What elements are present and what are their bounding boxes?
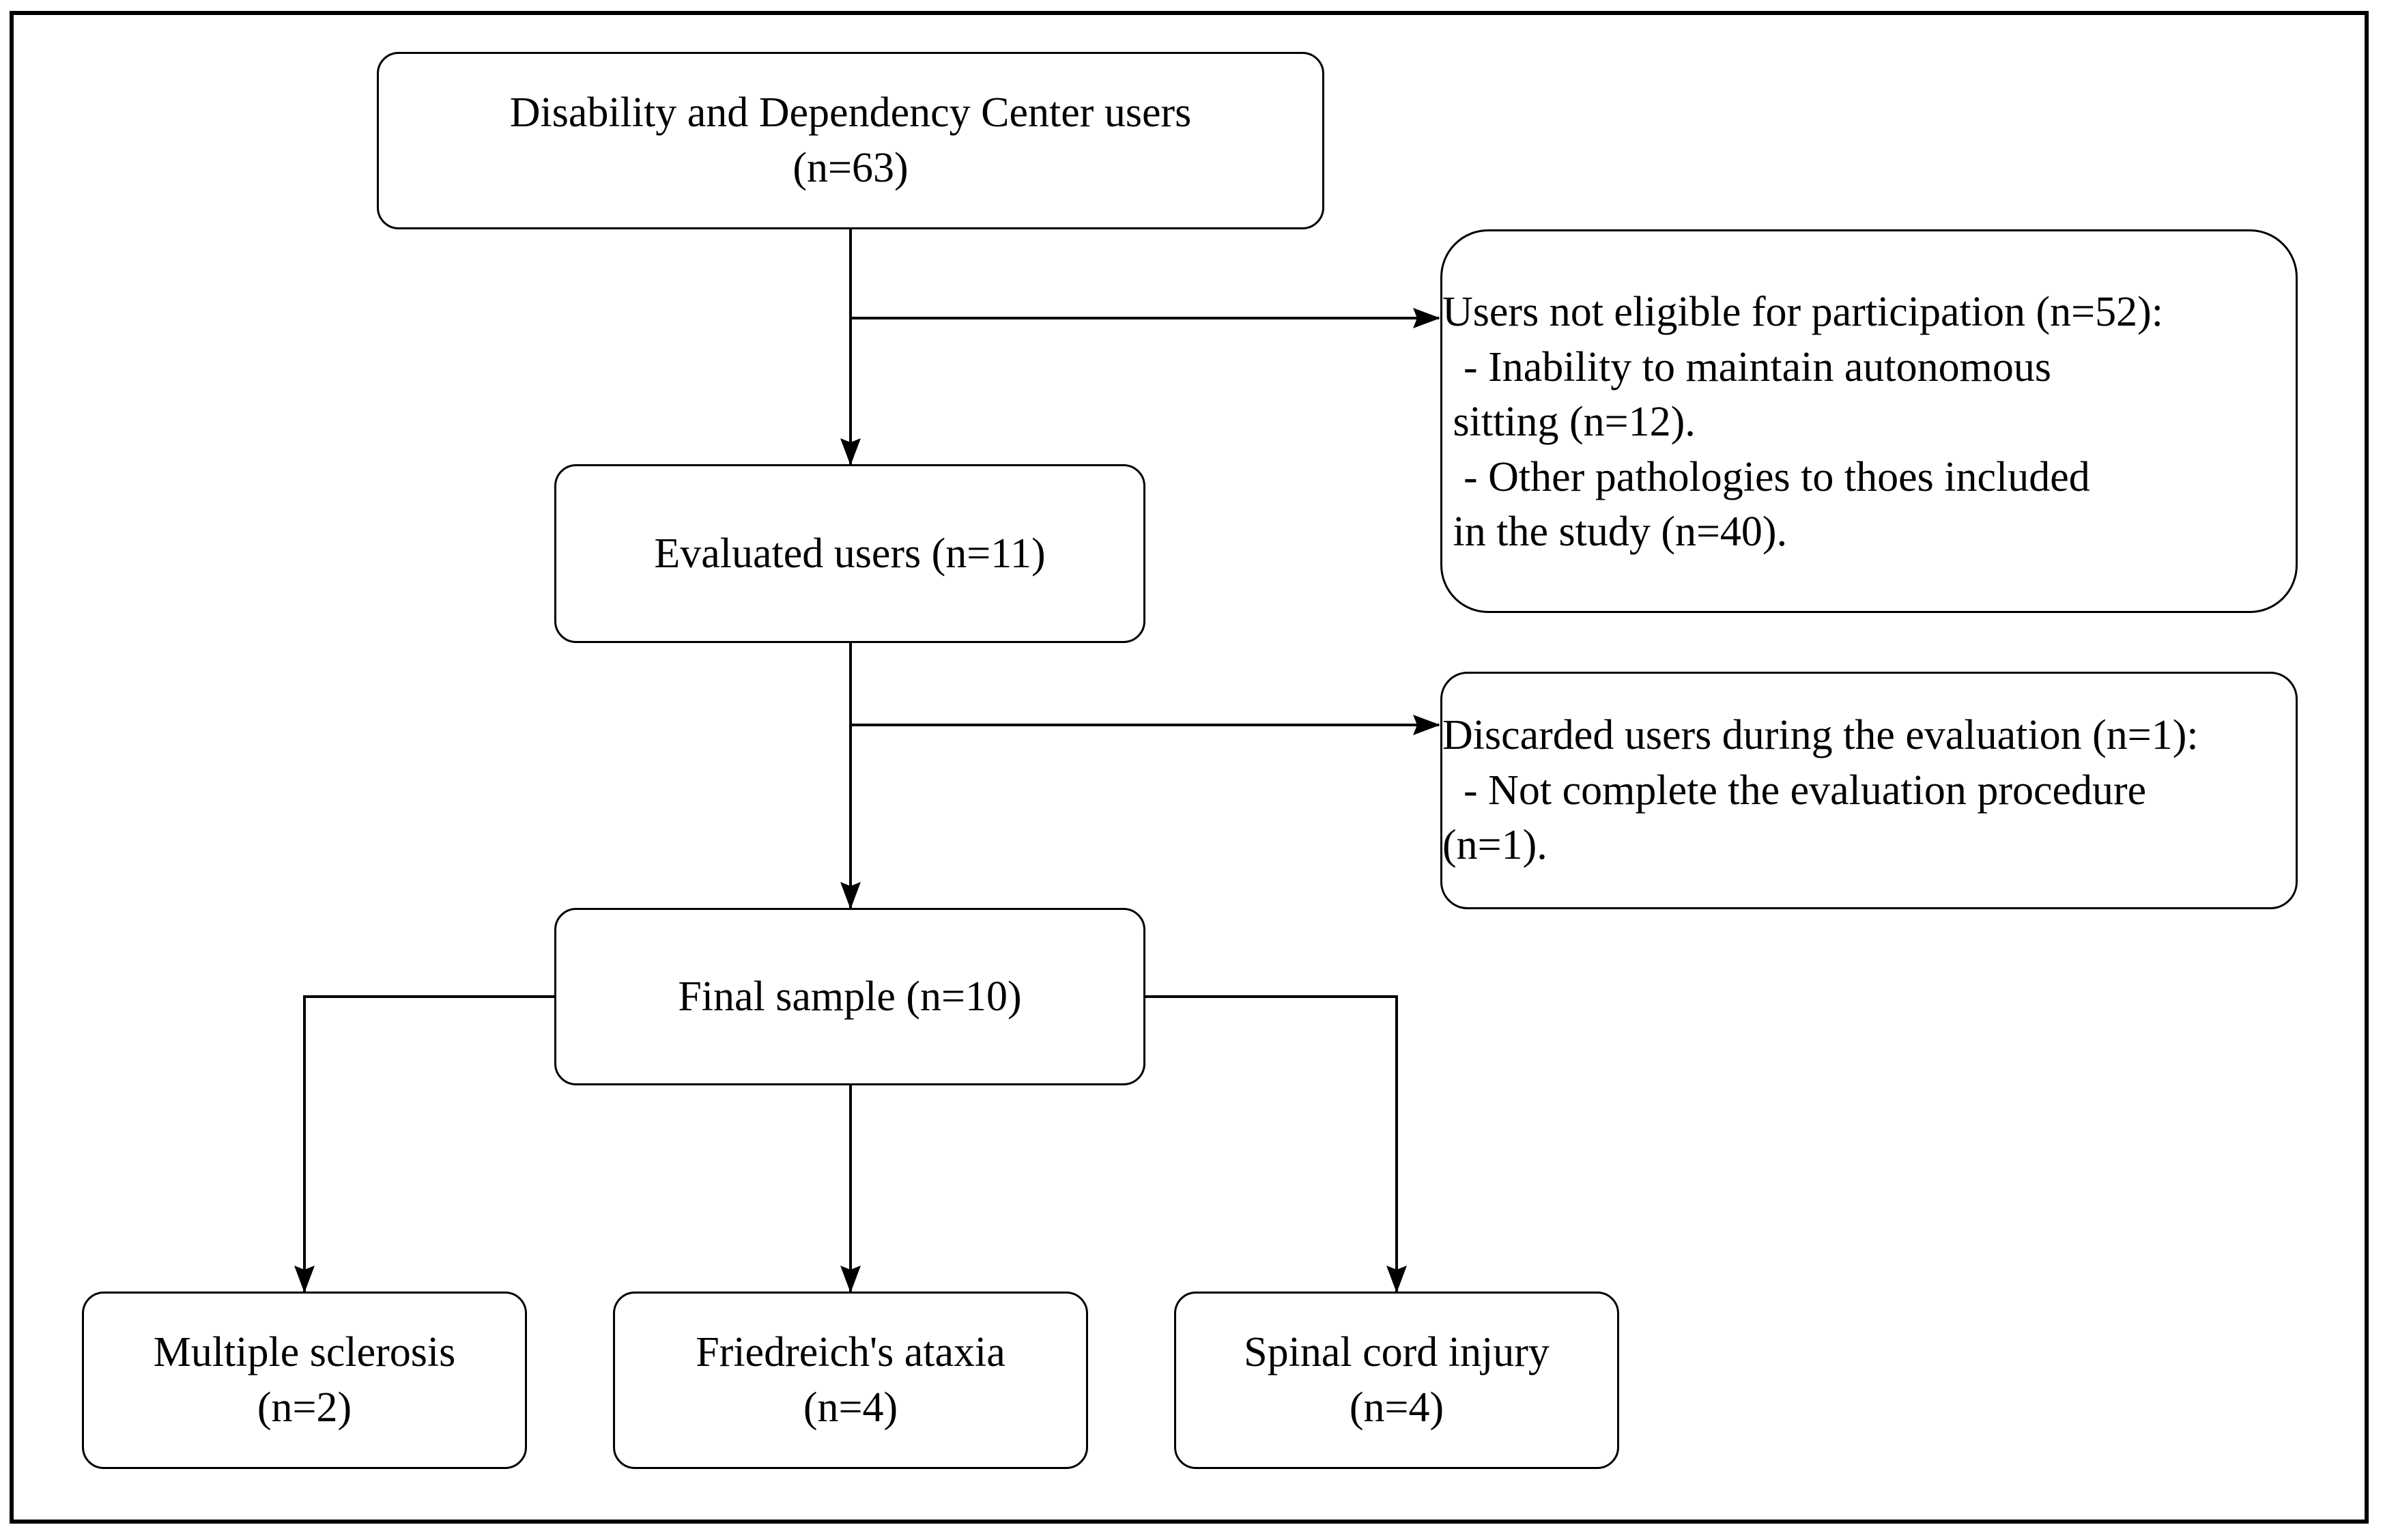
box-center-users-line2: (n=63) [793, 145, 909, 191]
box-multiple-sclerosis: Multiple sclerosis (n=2) [82, 1292, 527, 1469]
box-evaluated-users-label: Evaluated users (n=11) [654, 530, 1046, 577]
not-eligible-line-4: - Other pathologies to thoes included [1442, 453, 2090, 500]
box-center-users: Disability and Dependency Center users (… [377, 52, 1324, 229]
box-spinal-cord-injury-line2: (n=4) [1349, 1384, 1444, 1431]
box-final-sample-label: Final sample (n=10) [678, 973, 1022, 1020]
box-friedreichs-ataxia-line1: Friedreich's ataxia [696, 1329, 1005, 1376]
box-evaluated-users: Evaluated users (n=11) [554, 464, 1145, 643]
not-eligible-line-3: sitting (n=12). [1442, 399, 1696, 446]
box-spinal-cord-injury-line1: Spinal cord injury [1244, 1329, 1550, 1376]
not-eligible-line-2: - Inability to maintain autonomous [1442, 343, 2051, 390]
box-multiple-sclerosis-line2: (n=2) [257, 1384, 352, 1431]
box-spinal-cord-injury: Spinal cord injury (n=4) [1174, 1292, 1619, 1469]
not-eligible-line-1: Users not eligible for participation (n=… [1442, 289, 2163, 335]
box-center-users-line1: Disability and Dependency Center users [509, 89, 1192, 137]
arrow-final-to-ms [294, 995, 554, 1293]
discarded-line-3: (n=1). [1442, 822, 1547, 869]
box-multiple-sclerosis-line1: Multiple sclerosis [153, 1329, 456, 1376]
box-final-sample: Final sample (n=10) [554, 908, 1145, 1085]
box-friedreichs-ataxia: Friedreich's ataxia (n=4) [613, 1292, 1088, 1469]
discarded-line-1: Discarded users during the evaluation (n… [1442, 712, 2199, 758]
arrow-final-to-spinal [1145, 995, 1407, 1293]
box-not-eligible: Users not eligible for participation (n=… [1440, 229, 2298, 613]
not-eligible-line-5: in the study (n=40). [1442, 509, 1788, 556]
box-discarded-users: Discarded users during the evaluation (n… [1440, 672, 2298, 909]
discarded-line-2: - Not complete the evaluation procedure [1442, 767, 2147, 814]
box-friedreichs-ataxia-line2: (n=4) [803, 1384, 898, 1431]
